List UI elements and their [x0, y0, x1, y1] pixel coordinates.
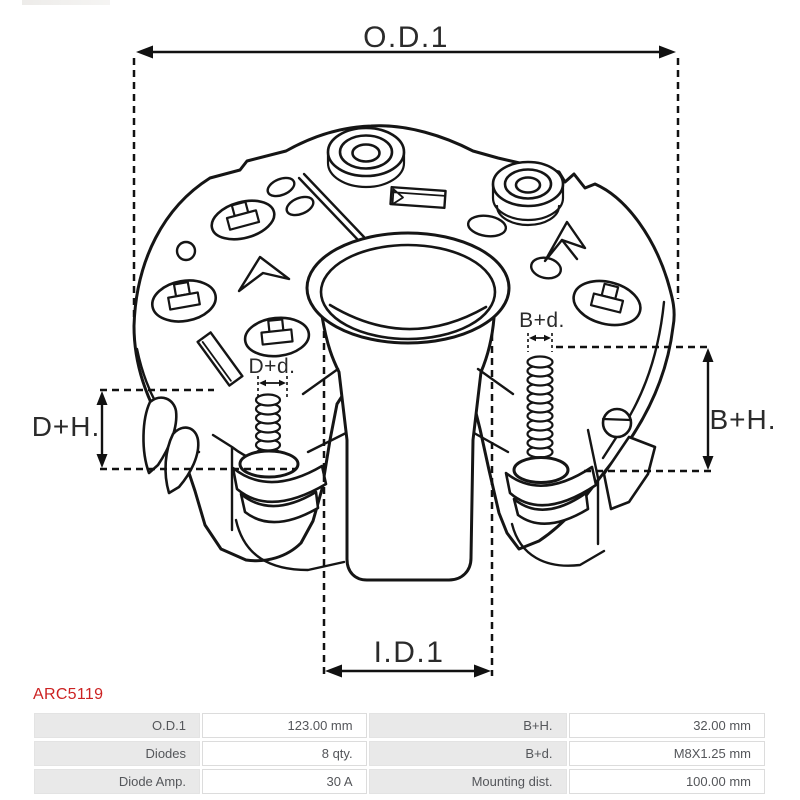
spec-value-cell: 32.00 mm — [568, 713, 765, 738]
right-leg-seams — [510, 428, 606, 567]
spec-value-cell: M8X1.25 mm — [568, 741, 765, 766]
bore-collar — [305, 231, 511, 345]
spec-value-cell: 30 A — [202, 769, 367, 794]
slot-left — [196, 331, 244, 387]
dim-label-bd: B+d. — [519, 309, 565, 332]
slot-top — [389, 185, 447, 210]
grommet-left — [326, 126, 406, 189]
stud-left — [231, 393, 328, 524]
stamped-arrow-right — [543, 220, 587, 263]
tube-struts — [301, 367, 515, 454]
spec-row: Diode Amp. 30 A Mounting dist. 100.00 mm — [34, 769, 765, 794]
dim-label-od1: O.D.1 — [363, 21, 449, 54]
rectifier-technical-drawing: O.D.1 D+H. B+H. B+d. D+d. I.D.1 — [32, 21, 776, 678]
dim-dd — [257, 376, 288, 398]
dim-dh — [96, 388, 296, 471]
spec-value-cell: 123.00 mm — [202, 713, 367, 738]
spec-section: ARC5119 O.D.1 123.00 mm B+H. 32.00 mm Di… — [32, 686, 767, 797]
diode-seat — [210, 199, 276, 241]
stamped-arrow-left — [237, 255, 291, 293]
dim-label-dd: D+d. — [249, 355, 296, 378]
diode-seat — [572, 279, 642, 327]
spec-value-cell: 8 qty. — [202, 741, 367, 766]
spec-label-cell: Diodes — [34, 741, 201, 766]
rectifier-body — [132, 124, 676, 582]
spec-label-cell: Diode Amp. — [34, 769, 201, 794]
stud-right-flange — [512, 456, 570, 484]
stud-right-threads — [526, 355, 554, 459]
spec-row: O.D.1 123.00 mm B+H. 32.00 mm — [34, 713, 765, 738]
dim-label-dh: D+H. — [32, 411, 101, 442]
spec-row: Diodes 8 qty. B+d. M8X1.25 mm — [34, 741, 765, 766]
watermark-remnant — [22, 0, 110, 5]
dimensions — [96, 45, 714, 678]
diode-seat — [150, 279, 218, 323]
bore-tube — [320, 310, 496, 582]
dim-od1 — [132, 45, 680, 318]
dim-bd — [527, 333, 553, 352]
spec-label-cell: B+d. — [368, 741, 567, 766]
left-ear-tab — [164, 426, 200, 495]
vent-ovals — [175, 176, 563, 280]
spec-value-cell: 100.00 mm — [568, 769, 765, 794]
right-foot-plate — [601, 407, 657, 511]
dim-label-id1: I.D.1 — [374, 636, 445, 669]
dim-bh — [556, 345, 714, 473]
spec-label-cell: O.D.1 — [34, 713, 201, 738]
diode-seat — [243, 316, 311, 358]
fold-edge — [297, 172, 366, 243]
stud-right — [504, 355, 598, 525]
grommet-right — [491, 160, 565, 227]
part-number: ARC5119 — [33, 686, 104, 703]
spec-label-cell: B+H. — [368, 713, 567, 738]
dim-id1 — [322, 331, 494, 678]
spec-label-cell: Mounting dist. — [368, 769, 567, 794]
stud-left-flange — [238, 449, 300, 479]
spec-table: O.D.1 123.00 mm B+H. 32.00 mm Diodes 8 q… — [32, 710, 767, 797]
dim-label-bh: B+H. — [709, 404, 776, 435]
